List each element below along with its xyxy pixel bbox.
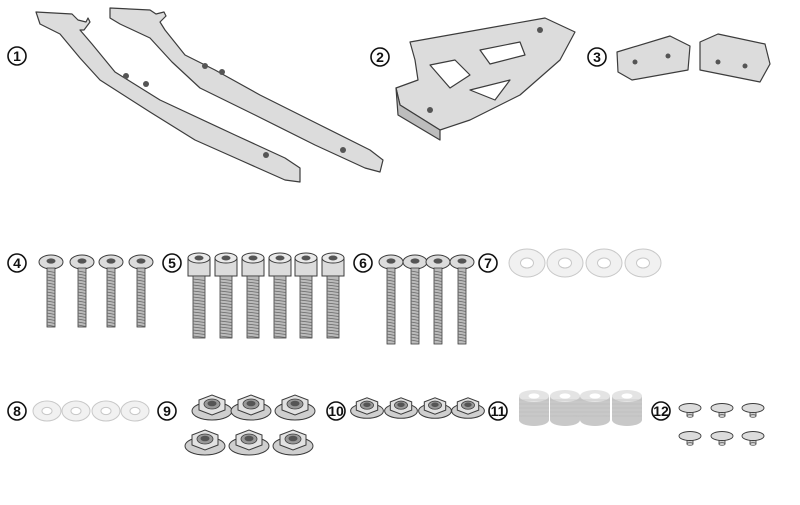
button-head-screw <box>128 254 154 328</box>
washer <box>546 248 584 278</box>
washer <box>61 400 91 422</box>
part-number-label: 6 <box>353 253 373 273</box>
rail-right <box>109 7 384 173</box>
button-head-screw <box>402 254 428 345</box>
button-head-screw <box>38 254 64 328</box>
part-number-text: 3 <box>593 49 601 65</box>
part-number-label: 7 <box>478 253 498 273</box>
part-number-label: 2 <box>370 47 390 67</box>
rivet <box>741 403 765 418</box>
washer <box>508 248 546 278</box>
button-head-screw <box>98 254 124 328</box>
part-2-bracket-plate: 2 <box>370 17 576 141</box>
rivet <box>710 403 734 418</box>
button-head-screw <box>425 254 451 345</box>
part-number-text: 6 <box>359 255 367 271</box>
flange-nut <box>228 429 270 456</box>
button-head-screw <box>449 254 475 345</box>
socket-head-screw <box>268 252 292 339</box>
washer <box>32 400 62 422</box>
part-number-label: 4 <box>7 253 27 273</box>
flange-nut <box>191 394 233 421</box>
rivet <box>678 431 702 446</box>
spacer <box>519 390 549 426</box>
flange-nut <box>451 397 485 419</box>
part-number-label: 9 <box>157 401 177 421</box>
part-number-text: 9 <box>163 403 171 419</box>
part-number-label: 1 <box>7 46 27 66</box>
part-number-text: 1 <box>13 48 21 64</box>
part-number-text: 7 <box>484 255 492 271</box>
flange-nut <box>384 397 418 419</box>
washer <box>624 248 662 278</box>
part-number-label: 5 <box>162 253 182 273</box>
washer <box>91 400 121 422</box>
socket-head-screw <box>321 252 345 339</box>
rail-left <box>35 11 301 183</box>
part-number-label: 12 <box>651 401 671 421</box>
part-number-text: 11 <box>491 403 506 419</box>
flange-nut <box>350 397 384 419</box>
bracket-plate-shape <box>395 17 576 141</box>
flange-nut <box>230 394 272 421</box>
rivet <box>741 431 765 446</box>
spacer <box>550 390 580 426</box>
part-number-label: 11 <box>488 401 508 421</box>
part-number-label: 3 <box>587 47 607 67</box>
spacer <box>612 390 642 426</box>
socket-head-screw <box>241 252 265 339</box>
flange-nut <box>274 394 316 421</box>
spacer <box>580 390 610 426</box>
hardware-parts: 4 5 6 7 8 9 10 11 12 <box>7 248 765 456</box>
socket-head-screw <box>294 252 318 339</box>
socket-head-screw <box>214 252 238 339</box>
part-number-text: 5 <box>168 255 176 271</box>
button-head-screw <box>378 254 404 345</box>
part-number-text: 2 <box>376 49 384 65</box>
part-3-small-brackets: 3 <box>587 33 771 83</box>
part-number-label: 10 <box>326 401 346 421</box>
washer <box>585 248 623 278</box>
part-number-label: 8 <box>7 401 27 421</box>
small-bracket-right <box>699 33 771 83</box>
small-bracket-left <box>616 35 691 81</box>
rivet <box>678 403 702 418</box>
button-head-screw <box>69 254 95 328</box>
rivet <box>710 431 734 446</box>
flange-nut <box>418 397 452 419</box>
flange-nut <box>184 429 226 456</box>
socket-head-screw <box>187 252 211 339</box>
part-number-text: 4 <box>13 255 21 271</box>
part-number-text: 12 <box>653 403 669 419</box>
part-1-rails: 1 <box>7 7 384 183</box>
part-number-text: 10 <box>328 403 344 419</box>
part-number-text: 8 <box>13 403 21 419</box>
flange-nut <box>272 429 314 456</box>
washer <box>120 400 150 422</box>
